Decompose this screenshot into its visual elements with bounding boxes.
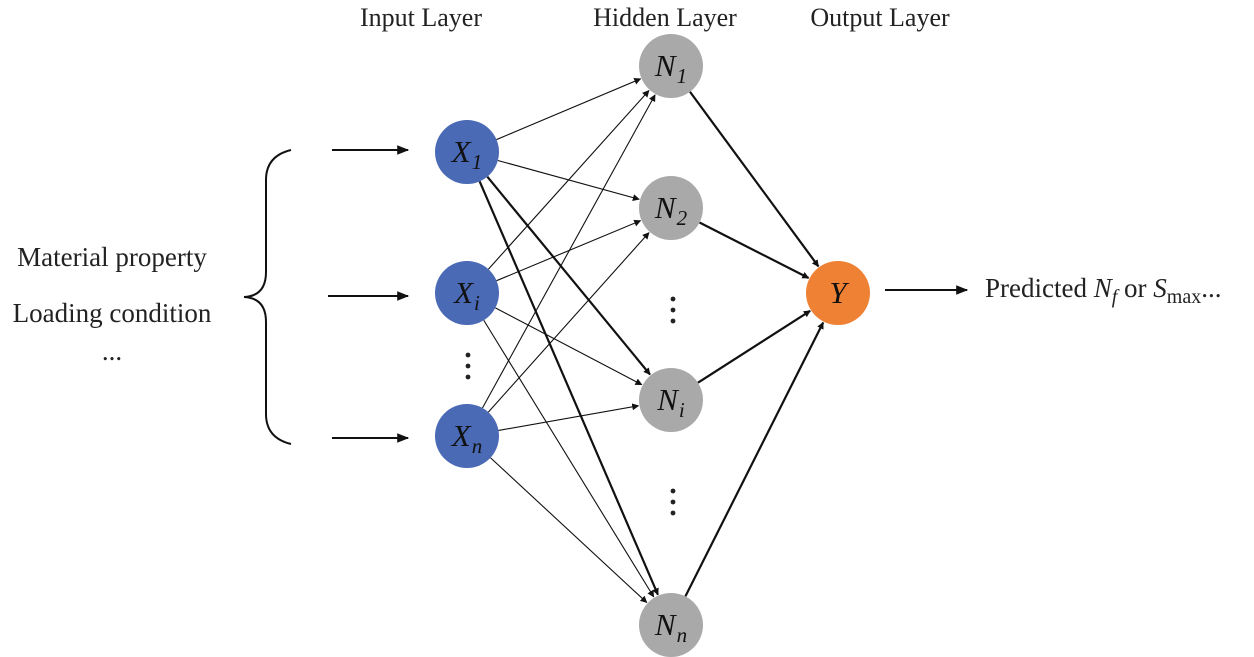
input-node-xn-circle xyxy=(435,404,499,468)
input-ellipsis-dots xyxy=(465,352,471,380)
edge-xn-nn xyxy=(490,457,648,604)
nf-sub: f xyxy=(1112,286,1120,308)
input-node-x1: X1 xyxy=(435,120,499,184)
hidden-node-ni: Ni xyxy=(639,368,703,432)
input-node-xn-label: Xn xyxy=(450,418,482,458)
output-node-y: Y xyxy=(806,261,870,325)
input-brace xyxy=(243,149,292,445)
hidden-ellipsis-dots-upper xyxy=(670,296,676,324)
output-node-y-label: Y xyxy=(829,275,849,310)
hidden-node-n1: N1 xyxy=(639,34,703,98)
edge-ni-y xyxy=(697,309,811,384)
edge-n1-y xyxy=(689,91,820,268)
hidden-node-n2: N2 xyxy=(639,176,703,240)
input-node-xi-circle xyxy=(435,261,499,325)
prediction-suffix: ... xyxy=(1201,273,1221,303)
input-layer-title: Input Layer xyxy=(360,3,482,32)
edge-xi-ni xyxy=(495,307,643,386)
edge-nn-y xyxy=(684,321,825,597)
edge-xn-n2 xyxy=(487,232,650,413)
hidden-node-n1-circle xyxy=(639,34,703,98)
hidden-node-n1-label: N1 xyxy=(654,48,687,88)
hidden-node-ni-label: Ni xyxy=(656,382,685,422)
s-sub: max xyxy=(1167,286,1201,308)
hidden-ellipsis-dots-lower xyxy=(670,488,676,516)
output-node-y-circle xyxy=(806,261,870,325)
hidden-node-n2-label: N2 xyxy=(654,190,688,230)
output-layer-title: Output Layer xyxy=(810,3,950,32)
s-main: S xyxy=(1153,273,1167,303)
edge-n2-y xyxy=(699,221,810,280)
hidden-node-nn-label: Nn xyxy=(654,607,687,647)
edge-x1-n1 xyxy=(496,78,642,141)
prediction-label: Predicted Nf or Smax... xyxy=(985,273,1221,308)
hidden-node-ni-circle xyxy=(639,368,703,432)
edge-xi-n2 xyxy=(496,219,642,282)
connections xyxy=(478,78,825,604)
hidden-node-nn: Nn xyxy=(639,593,703,657)
input-node-x1-circle xyxy=(435,120,499,184)
material-property-label: Material property xyxy=(17,242,207,272)
nf-main: N xyxy=(1093,273,1114,303)
prediction-prefix: Predicted xyxy=(985,273,1094,303)
input-node-xi: Xi xyxy=(435,261,499,325)
input-node-x1-label: X1 xyxy=(450,134,482,174)
hidden-node-nn-circle xyxy=(639,593,703,657)
more-inputs-ellipsis: ... xyxy=(102,336,122,366)
input-node-xi-label: Xi xyxy=(452,275,480,315)
hidden-node-n2-circle xyxy=(639,176,703,240)
loading-condition-label: Loading condition xyxy=(13,298,212,328)
edge-xn-ni xyxy=(498,403,640,431)
edge-x1-ni xyxy=(486,176,651,376)
hidden-layer-title: Hidden Layer xyxy=(593,3,737,32)
edge-xi-nn xyxy=(483,319,655,598)
prediction-middle: or xyxy=(1117,273,1153,303)
edge-xn-n1 xyxy=(481,94,656,409)
input-node-xn: Xn xyxy=(435,404,499,468)
edge-xi-n1 xyxy=(487,90,650,270)
edge-x1-nn xyxy=(478,180,659,596)
